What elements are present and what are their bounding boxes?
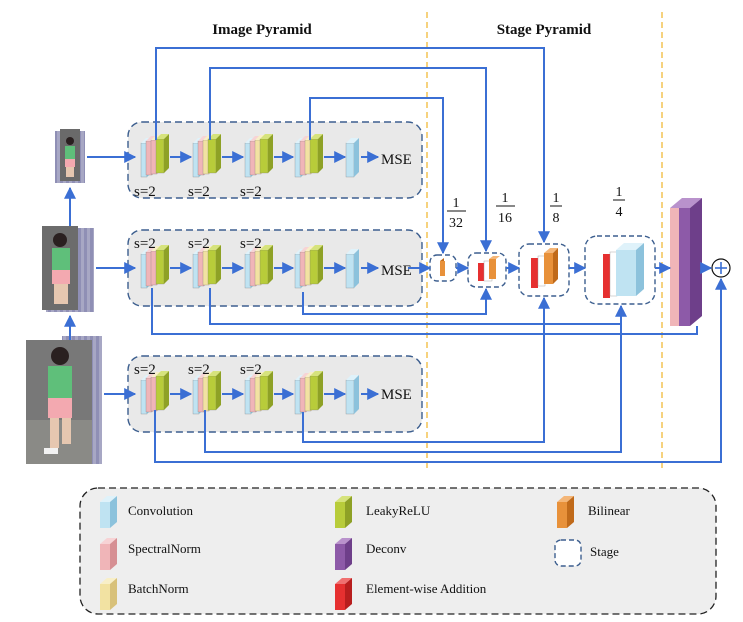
- conv-block-group: [244, 371, 273, 415]
- stride-label: s=2: [240, 184, 262, 200]
- legend-bilinear: Bilinear: [557, 496, 631, 528]
- stage-1-16-content: [478, 256, 500, 282]
- stage-1-4-content: [603, 243, 644, 298]
- row-3-strides: s=2 s=2 s=2: [134, 362, 262, 378]
- scale-numerator: 1: [553, 191, 560, 206]
- legend-label: Deconv: [366, 541, 407, 556]
- stride-label: s=2: [188, 236, 210, 252]
- scale-denominator: 32: [449, 216, 463, 231]
- final-conv-block: [345, 138, 359, 178]
- stage-1-32-content: [440, 258, 445, 276]
- conv-block-group: [140, 371, 169, 415]
- mse-label: MSE: [381, 152, 412, 168]
- image-pyramid-arrows: [64, 151, 137, 400]
- legend-label: SpectralNorm: [128, 541, 201, 556]
- conv-block-group: [140, 245, 169, 289]
- legend-label: Stage: [590, 544, 619, 559]
- skip-connection-arrows: [151, 47, 727, 463]
- stride-label: s=2: [134, 362, 156, 378]
- conv-block-group: [192, 134, 221, 178]
- row-2-strides: s=2 s=2 s=2: [134, 236, 262, 252]
- input-image-large: [26, 336, 102, 464]
- legend-leakyrelu: LeakyReLU: [335, 496, 431, 528]
- scale-1-4: 1 4: [613, 185, 625, 220]
- scale-numerator: 1: [616, 185, 623, 200]
- scale-denominator: 16: [498, 211, 512, 226]
- mse-label: MSE: [381, 263, 412, 279]
- input-image-medium: [42, 226, 94, 312]
- stage-1-8-content: [531, 248, 558, 288]
- legend-spectralnorm: SpectralNorm: [100, 538, 201, 570]
- scale-denominator: 8: [553, 211, 560, 226]
- final-conv-block: [345, 375, 359, 415]
- scale-denominator: 4: [616, 205, 623, 220]
- input-image-small: [55, 129, 85, 183]
- legend-stage: Stage: [554, 539, 619, 567]
- scale-1-32: 1 32: [447, 196, 466, 231]
- stride-label: s=2: [134, 184, 156, 200]
- conv-block-group: [192, 371, 221, 415]
- scale-numerator: 1: [453, 196, 460, 211]
- legend-convolution: Convolution: [100, 496, 194, 528]
- stride-label: s=2: [188, 362, 210, 378]
- scale-1-16: 1 16: [496, 191, 515, 226]
- final-conv-block: [345, 249, 359, 289]
- stage-pyramid-title: Stage Pyramid: [497, 22, 592, 38]
- conv-block-group: [244, 134, 273, 178]
- mse-label: MSE: [381, 387, 412, 403]
- scale-numerator: 1: [502, 191, 509, 206]
- stride-label: s=2: [240, 236, 262, 252]
- legend-label: LeakyReLU: [366, 503, 431, 518]
- legend-element-wise-addition: Element-wise Addition: [335, 578, 487, 610]
- stride-label: s=2: [134, 236, 156, 252]
- legend-label: Bilinear: [588, 503, 631, 518]
- legend-label: Convolution: [128, 503, 194, 518]
- conv-block-group: [244, 245, 273, 289]
- conv-block-group: [140, 134, 169, 178]
- element-wise-addition-icon: [711, 258, 731, 278]
- scale-1-8: 1 8: [550, 191, 562, 226]
- legend-batchnorm: BatchNorm: [100, 578, 189, 610]
- row-1-stage-box: [127, 121, 423, 199]
- legend-label: Element-wise Addition: [366, 581, 487, 596]
- conv-block-group: [294, 134, 323, 178]
- stride-label: s=2: [240, 362, 262, 378]
- legend-label: BatchNorm: [128, 581, 189, 596]
- deconv-block: [670, 198, 702, 326]
- stride-label: s=2: [188, 184, 210, 200]
- row-1-strides: s=2 s=2 s=2: [134, 184, 262, 200]
- image-pyramid-title: Image Pyramid: [212, 22, 312, 38]
- legend-deconv: Deconv: [335, 538, 407, 570]
- conv-block-group: [192, 245, 221, 289]
- conv-block-group: [294, 371, 323, 415]
- conv-block-group: [294, 245, 323, 289]
